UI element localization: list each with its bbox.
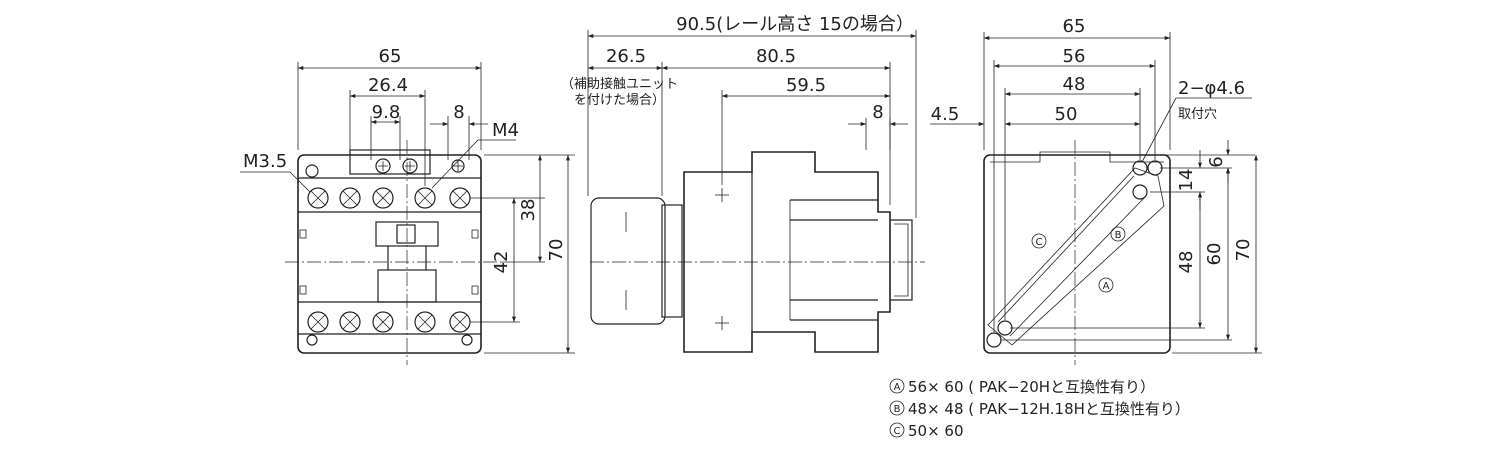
- svg-text:B: B: [894, 404, 901, 415]
- front-body-outline: [297, 154, 482, 354]
- mount-dim-50: 50: [1055, 104, 1078, 125]
- front-width-26-4: 26.4: [368, 75, 408, 96]
- mark-b-icon: B: [1110, 226, 1126, 242]
- front-height-38: 38: [518, 199, 539, 222]
- front-height-42: 42: [491, 251, 512, 274]
- mount-dim-48: 48: [1063, 74, 1086, 95]
- svg-text:C: C: [1036, 237, 1043, 248]
- side-dim-8: 8: [872, 102, 883, 123]
- mount-dim-v48: 48: [1176, 251, 1197, 274]
- mount-dim-14: 14: [1176, 169, 1197, 192]
- bottom-terminal-row: [306, 311, 473, 346]
- side-dim-26-5: 26.5: [606, 46, 646, 67]
- aux-unit-outline: [590, 197, 666, 325]
- side-dim-90-5: 90.5(レール高さ 15の場合）: [676, 14, 914, 35]
- note-a: A 56× 60 ( PAK−20Hと互換性有り）: [889, 378, 1155, 396]
- note-c-text: 50× 60: [908, 422, 964, 440]
- front-width-9-8: 9.8: [372, 102, 401, 123]
- note-b-text: 48× 48 ( PAK−12H.18Hと互換性有り）: [908, 400, 1190, 418]
- mount-view: 65 56 48 50 4.5 2−φ4.6 取付穴 6 14 48: [930, 16, 1262, 365]
- note-a-mark-icon: [889, 378, 905, 394]
- side-view: 90.5(レール高さ 15の場合） 26.5 80.5 59.5 8 （補助接触…: [561, 14, 925, 353]
- mount-hole-3: [1132, 184, 1148, 200]
- mount-dim-v70: 70: [1233, 239, 1254, 262]
- side-body-outline: [683, 151, 891, 353]
- side-dim-59-5: 59.5: [786, 75, 826, 96]
- mount-dim-65: 65: [1063, 16, 1086, 37]
- svg-text:A: A: [1103, 281, 1110, 292]
- note-b: B 48× 48 ( PAK−12H.18Hと互換性有り）: [889, 400, 1190, 418]
- mark-a-icon: A: [1098, 277, 1114, 293]
- front-width-8: 8: [453, 102, 464, 123]
- label-m3-5: M3.5: [243, 151, 287, 172]
- aux-note-line2: を付けた場合）: [574, 93, 665, 108]
- notes: A 56× 60 ( PAK−20Hと互換性有り） B 48× 48 ( PAK…: [889, 378, 1190, 440]
- label-m4: M4: [492, 120, 519, 141]
- mount-hole-note: 取付穴: [1178, 107, 1217, 122]
- top-terminal-row: [305, 158, 471, 209]
- mount-dim-6: 6: [1206, 156, 1227, 167]
- mount-body-outline: [983, 154, 1171, 354]
- side-dim-80-5: 80.5: [756, 46, 796, 67]
- note-c: C 50× 60: [889, 422, 964, 440]
- mount-hole-label: 2−φ4.6: [1178, 78, 1245, 99]
- svg-text:C: C: [894, 426, 901, 437]
- mount-dim-4-5: 4.5: [931, 104, 960, 125]
- note-b-mark-icon: [889, 400, 905, 416]
- front-view: 65 26.4 9.8 8 M4 M3.5 38 42: [240, 46, 575, 365]
- svg-text:B: B: [1115, 230, 1122, 241]
- mount-dim-v60: 60: [1204, 243, 1225, 266]
- front-height-70: 70: [546, 239, 567, 262]
- svg-text:A: A: [894, 382, 901, 393]
- din-rail: [890, 219, 913, 301]
- note-a-text: 56× 60 ( PAK−20Hと互換性有り）: [908, 378, 1155, 396]
- mark-c-icon: C: [1031, 233, 1047, 249]
- front-width-65: 65: [379, 46, 402, 67]
- mount-dim-56: 56: [1063, 46, 1086, 67]
- mount-hole-1: [1132, 160, 1148, 176]
- note-c-mark-icon: [889, 422, 905, 438]
- aux-note-line1: （補助接触ユニット: [561, 76, 678, 92]
